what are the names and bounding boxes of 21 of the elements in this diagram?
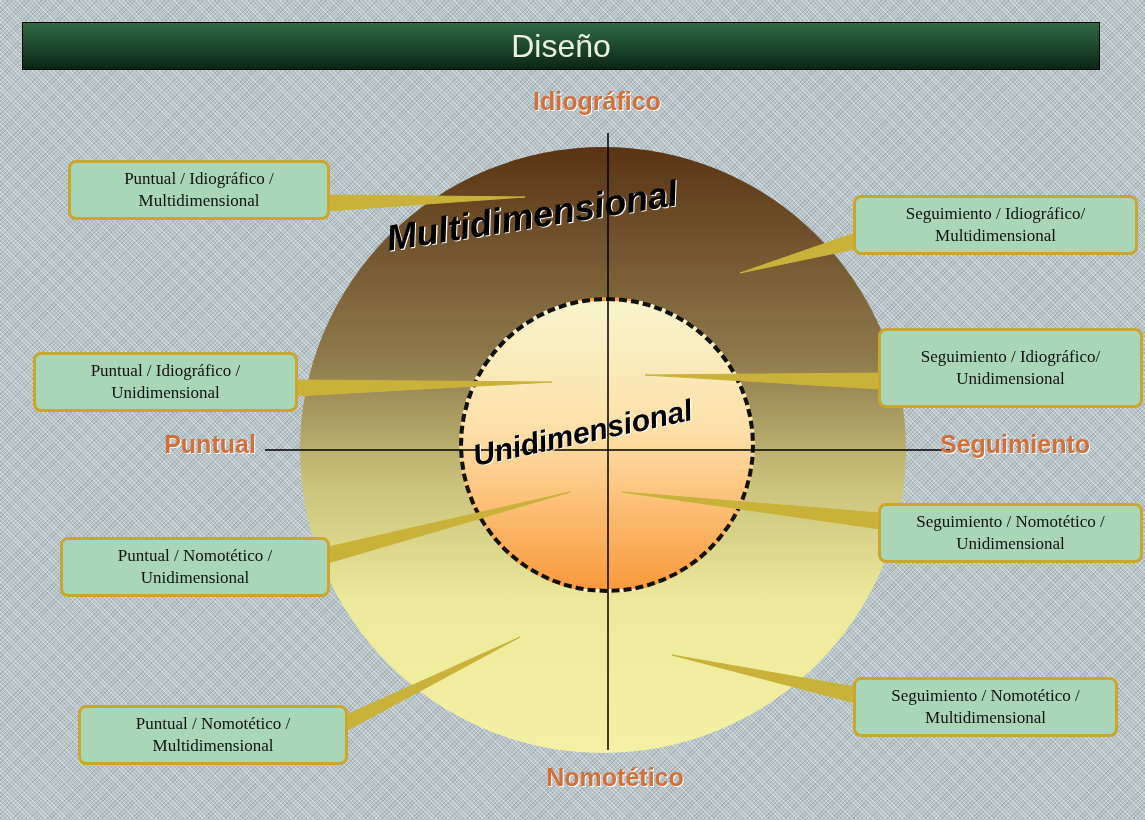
callout-pointer bbox=[621, 491, 881, 530]
callout-pointer bbox=[345, 636, 521, 732]
callout-pointer bbox=[644, 372, 881, 390]
callout-box: Puntual / Nomotético / Multidimensional bbox=[78, 705, 348, 765]
callout-box: Seguimiento / Nomotético / Multidimensional bbox=[853, 677, 1118, 737]
callout-box: Puntual / Nomotético / Unidimensional bbox=[60, 537, 330, 597]
callout-pointer bbox=[327, 194, 526, 212]
callout-box: Puntual / Idiográfico / Unidimensional bbox=[33, 352, 298, 412]
callout-box: Seguimiento / Idiográfico/ Multidimensional bbox=[853, 195, 1138, 255]
axis-label: Seguimiento bbox=[940, 430, 1090, 459]
callout-box: Puntual / Idiográfico / Multidimensional bbox=[68, 160, 330, 220]
callout-box: Seguimiento / Nomotético / Unidimensional bbox=[878, 503, 1143, 563]
axis-label: Puntual bbox=[164, 430, 256, 459]
callout-pointer bbox=[295, 379, 553, 397]
axis-label: Idiográfico bbox=[533, 87, 661, 116]
callout-box: Seguimiento / Idiográfico/ Unidimensional bbox=[878, 328, 1143, 408]
callout-pointer bbox=[327, 491, 571, 564]
callout-pointer bbox=[739, 232, 856, 274]
title-bar: Diseño bbox=[22, 22, 1100, 70]
callout-pointer bbox=[671, 654, 856, 704]
axis-label: Nomotético bbox=[546, 763, 684, 792]
